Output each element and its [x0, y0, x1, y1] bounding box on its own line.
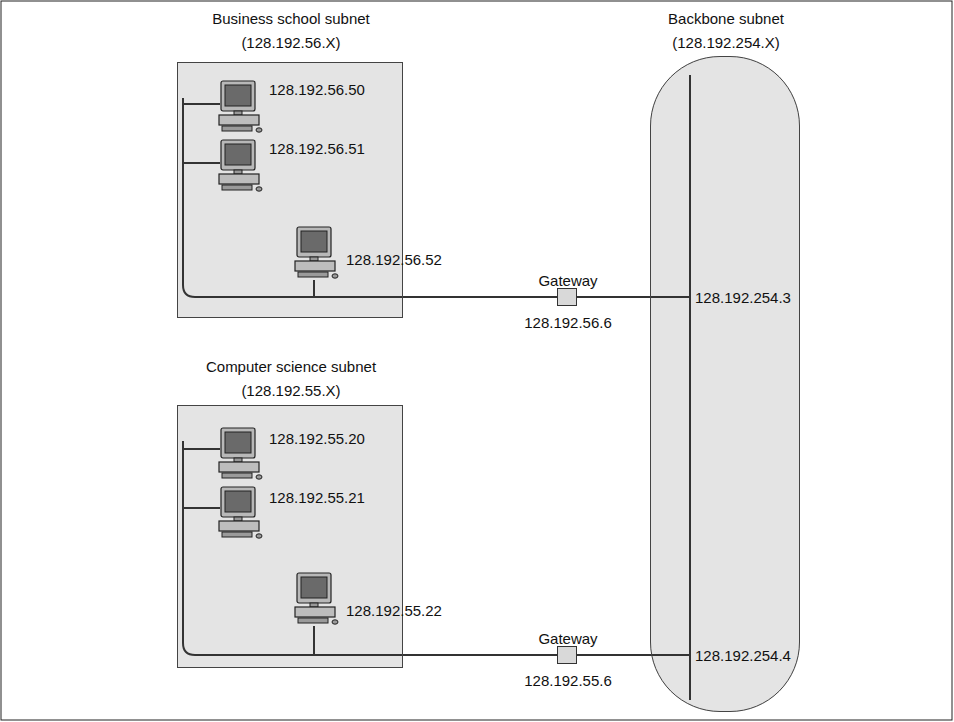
node-heading: Gateway	[538, 630, 597, 648]
drop-line	[313, 626, 315, 655]
ip-address: (128.192.55.X)	[241, 382, 340, 400]
drop-line	[183, 507, 220, 509]
ip-address: 128.192.55.20	[269, 430, 365, 448]
network-link	[403, 654, 557, 656]
node-heading: Backbone subnet	[668, 10, 784, 28]
network-link	[577, 654, 650, 656]
node-heading: Computer science subnet	[206, 358, 376, 376]
ip-address: 128.192.56.50	[269, 81, 365, 99]
backbone-stub	[649, 296, 690, 298]
ip-address: 128.192.56.52	[346, 251, 442, 269]
backbone-line	[689, 75, 691, 700]
computer-icon	[291, 571, 343, 627]
bus-line	[183, 441, 403, 655]
drop-line	[183, 162, 220, 164]
backbone-band: Backbone subnet(128.192.254.X)128.192.25…	[650, 56, 800, 712]
ip-address: 128.192.254.4	[695, 647, 791, 665]
ip-address: (128.192.56.X)	[241, 34, 340, 52]
network-link	[577, 296, 650, 298]
subnet-box: Computer science subnet(128.192.55.X)128…	[177, 405, 403, 668]
node-heading: Business school subnet	[212, 10, 370, 28]
gateway-box: Gateway128.192.56.6	[557, 288, 577, 306]
ip-address: 128.192.55.21	[269, 489, 365, 507]
subnet-box: Business school subnet(128.192.56.X)128.…	[177, 62, 403, 318]
computer-node: 128.192.56.52	[291, 225, 446, 281]
subnet-fill	[177, 62, 403, 318]
drop-line	[183, 103, 220, 105]
gateway-box: Gateway128.192.55.6	[557, 646, 577, 664]
computer-icon	[215, 138, 267, 194]
backbone-stub	[649, 654, 690, 656]
computer-node: 128.192.56.51	[215, 138, 369, 194]
computer-node: 128.192.56.50	[215, 79, 369, 135]
computer-node: 128.192.55.21	[215, 485, 369, 541]
drop-line	[313, 280, 315, 297]
computer-icon	[215, 79, 267, 135]
ip-address: 128.192.56.6	[524, 314, 612, 332]
drop-line	[183, 448, 220, 450]
ip-address: 128.192.56.51	[269, 140, 365, 158]
node-heading: Gateway	[538, 272, 597, 290]
network-link	[403, 296, 557, 298]
ip-address: 128.192.55.6	[524, 672, 612, 690]
computer-icon	[215, 485, 267, 541]
node-heading: (128.192.254.X)	[672, 34, 780, 52]
computer-node: 128.192.55.22	[291, 571, 446, 627]
computer-icon	[215, 426, 267, 482]
computer-icon	[291, 225, 343, 281]
subnet-fill	[177, 405, 403, 668]
bus-wires	[183, 75, 690, 700]
ip-address: 128.192.254.3	[695, 289, 791, 307]
ip-address: 128.192.55.22	[346, 602, 442, 620]
backbone-fill	[650, 56, 800, 712]
computer-node: 128.192.55.20	[215, 426, 369, 482]
